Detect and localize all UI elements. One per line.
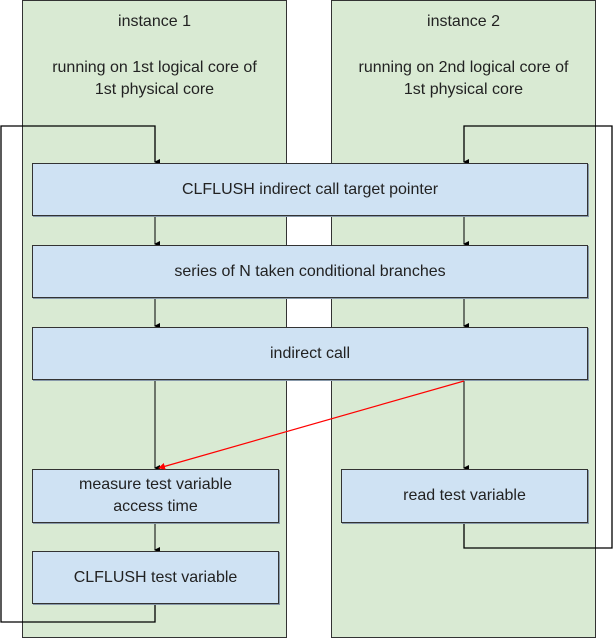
step-indirect-call-label: indirect call [269, 344, 351, 362]
step-conditional-branches: series of N taken conditional branches [32, 245, 588, 298]
instance-2-title: instance 2 [427, 13, 500, 30]
step-clflush-test-variable: CLFLUSH test variable [32, 551, 279, 604]
step-clflush-pointer-label: CLFLUSH indirect call target pointer [181, 180, 439, 198]
step-indirect-call: indirect call [32, 327, 588, 380]
instance-1-subtitle-line-2: 1st physical core [94, 81, 215, 98]
step-read-test-label: read test variable [403, 487, 526, 504]
instance-2-subtitle-line-1: running on 2nd logical core of [358, 59, 569, 76]
instance-1-subtitle: running on 1st logical core of 1st physi… [23, 57, 286, 101]
instance-1-title: instance 1 [118, 13, 191, 30]
step-clflush-pointer: CLFLUSH indirect call target pointer [32, 163, 588, 216]
instance-1-subtitle-line-1: running on 1st logical core of [52, 59, 257, 76]
instance-2-subtitle: running on 2nd logical core of 1st physi… [332, 57, 595, 101]
step-measure-label-line-1: measure test variable [79, 476, 232, 493]
step-measure-label-line-2: access time [113, 498, 198, 515]
step-conditional-branches-label: series of N taken conditional branches [174, 262, 446, 280]
instance-2-loop-line [463, 125, 613, 549]
instance-1-loop-line [0, 125, 160, 623]
instance-2-subtitle-line-2: 1st physical core [403, 81, 524, 98]
step-read-test-variable: read test variable [341, 469, 588, 523]
step-measure-access-time: measure test variable access time [32, 469, 279, 523]
step-clflush-test-label: CLFLUSH test variable [73, 568, 238, 586]
